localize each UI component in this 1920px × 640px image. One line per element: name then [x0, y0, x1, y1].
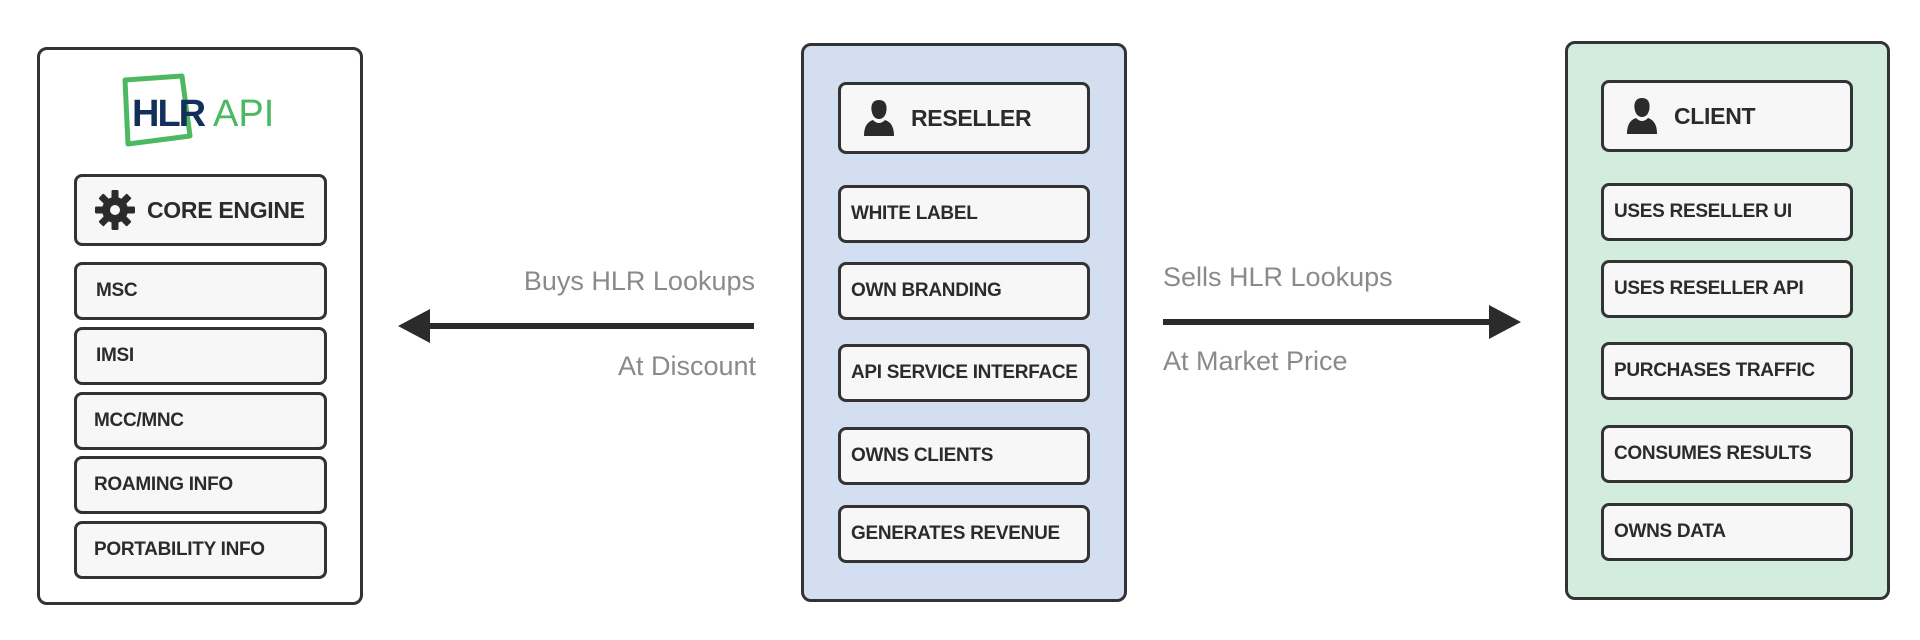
- reseller-item-api-service-interface: API SERVICE INTERFACE: [838, 344, 1090, 402]
- hlr-item-imsi: IMSI: [74, 327, 327, 385]
- reseller-item-own-branding: OWN BRANDING: [838, 262, 1090, 320]
- sells-label: Sells HLR Lookups: [1163, 262, 1393, 292]
- gear-icon: [93, 188, 137, 232]
- left-arrow: [398, 309, 754, 343]
- user-icon: [1620, 94, 1664, 138]
- user-icon: [857, 96, 901, 140]
- hlr-item-msc: MSC: [74, 262, 327, 320]
- reseller-header: RESELLER: [838, 82, 1090, 154]
- hlr-api-panel: HLR API CORE ENGINE MSC: [37, 47, 363, 605]
- reseller-item-owns-clients: OWNS CLIENTS: [838, 427, 1090, 485]
- at-discount-label: At Discount: [617, 351, 756, 381]
- core-engine-header: CORE ENGINE: [74, 174, 327, 246]
- svg-text:HLR: HLR: [132, 93, 206, 135]
- reseller-panel: RESELLER WHITE LABEL OWN BRANDING API SE…: [801, 43, 1127, 602]
- hlr-item-portability-info: PORTABILITY INFO: [74, 521, 327, 579]
- reseller-item-generates-revenue: GENERATES REVENUE: [838, 505, 1090, 563]
- client-header: CLIENT: [1601, 80, 1853, 152]
- client-item-owns-data: OWNS DATA: [1601, 503, 1853, 561]
- hlr-item-roaming-info: ROAMING INFO: [74, 456, 327, 514]
- client-item-uses-reseller-ui: USES RESELLER UI: [1601, 183, 1853, 241]
- client-item-purchases-traffic: PURCHASES TRAFFIC: [1601, 342, 1853, 400]
- hlr-api-logo: HLR API: [122, 73, 274, 147]
- client-panel: CLIENT USES RESELLER UI USES RESELLER AP…: [1565, 41, 1890, 600]
- reseller-item-white-label: WHITE LABEL: [838, 185, 1090, 243]
- hlr-item-mcc-mnc: MCC/MNC: [74, 392, 327, 450]
- right-arrow: [1163, 305, 1521, 339]
- core-engine-label: CORE ENGINE: [147, 196, 305, 223]
- svg-text:API: API: [213, 93, 274, 135]
- client-label: CLIENT: [1674, 102, 1756, 129]
- client-item-uses-reseller-api: USES RESELLER API: [1601, 260, 1853, 318]
- reseller-label: RESELLER: [911, 104, 1032, 131]
- at-market-price-label: At Market Price: [1163, 346, 1348, 376]
- buys-label: Buys HLR Lookups: [523, 266, 755, 296]
- client-item-consumes-results: CONSUMES RESULTS: [1601, 425, 1853, 483]
